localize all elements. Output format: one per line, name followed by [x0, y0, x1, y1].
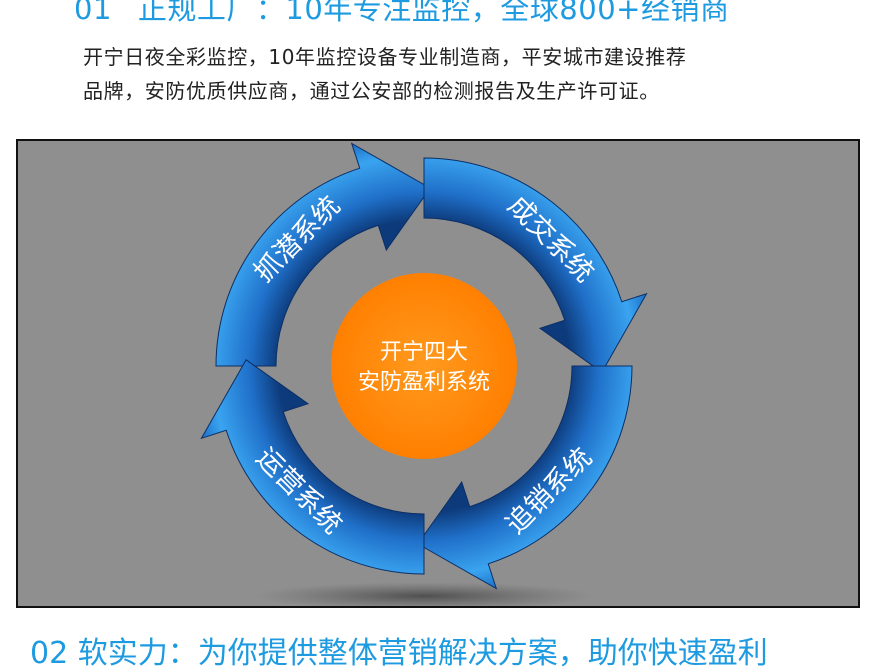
intro-line-2: 品牌，安防优质供应商，通过公安部的检测报告及生产许可证。	[83, 79, 660, 103]
section-heading-2: 02 软实力：为你提供整体营销解决方案，助你快速盈利	[30, 636, 768, 671]
cycle-arrow-3	[417, 365, 633, 590]
cycle-ring	[200, 142, 648, 590]
floor-shadow	[254, 582, 594, 606]
cycle-arrow-4	[200, 359, 425, 575]
center-label-line-1: 开宁四大	[380, 340, 468, 365]
cycle-arrow-1	[215, 142, 431, 367]
section-heading-1: 01 正规工厂：10年专注监控，全球800+经销商	[74, 0, 729, 28]
section-number: 01	[74, 0, 112, 26]
intro-line-1: 开宁日夜全彩监控，10年监控设备专业制造商，平安城市建设推荐	[83, 45, 687, 69]
center-circle	[331, 273, 517, 459]
cycle-diagram-panel: 开宁四大 安防盈利系统 抓潜系统成交系统追销系统运营系统	[16, 139, 860, 608]
cycle-arrow-2	[423, 157, 648, 373]
cycle-diagram: 开宁四大 安防盈利系统 抓潜系统成交系统追销系统运营系统	[200, 142, 648, 606]
intro-paragraph: 开宁日夜全彩监控，10年监控设备专业制造商，平安城市建设推荐 品牌，安防优质供应…	[83, 40, 823, 108]
center-label-line-2: 安防盈利系统	[358, 370, 490, 395]
section-title: 正规工厂：10年专注监控，全球800+经销商	[137, 0, 730, 26]
